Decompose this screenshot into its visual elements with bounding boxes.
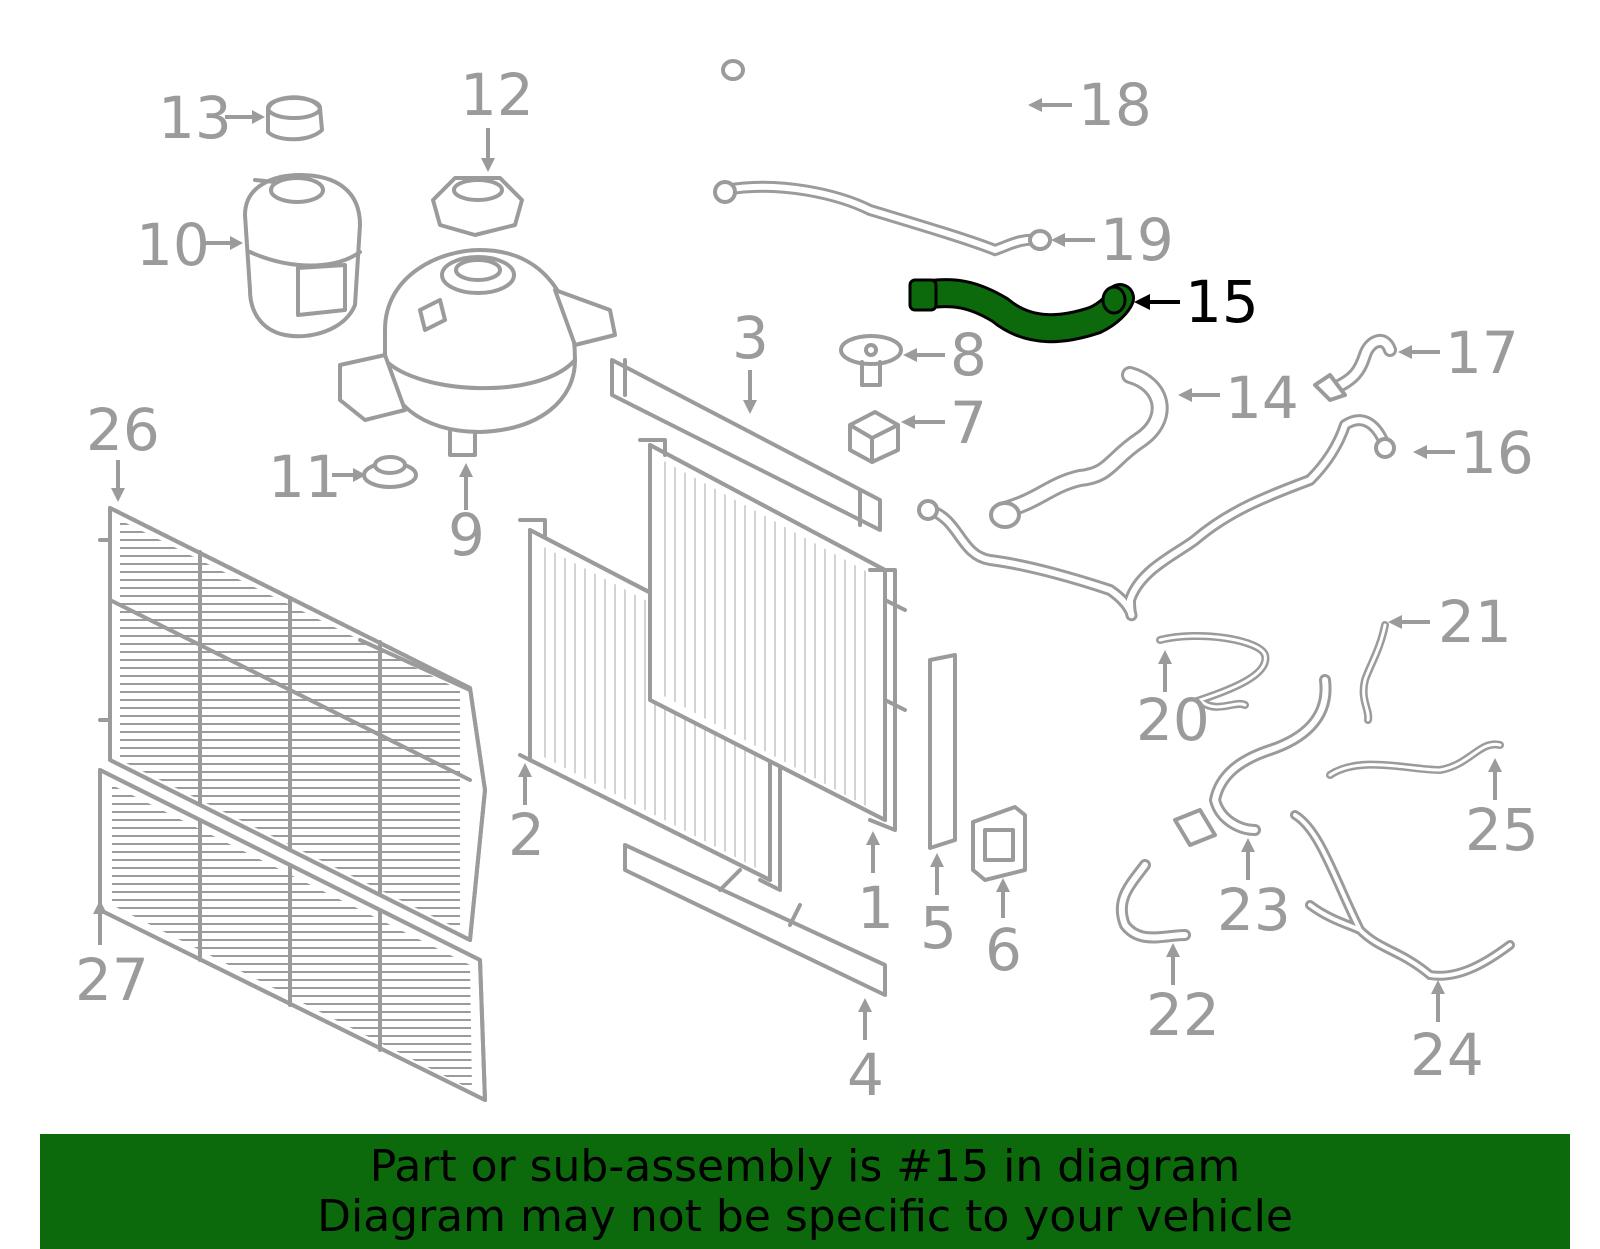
callout-9[interactable]: 9: [448, 501, 485, 569]
callout-25[interactable]: 25: [1465, 796, 1539, 864]
part-16-hose: [917, 414, 1396, 622]
callout-labels: 13 12 10 11 9 26 27 2 3 8 7 1 5 6 4 18 1…: [75, 61, 1539, 1109]
callout-15-highlighted[interactable]: 15: [1185, 268, 1259, 336]
callout-leaders: [93, 98, 1502, 1040]
callout-12[interactable]: 12: [460, 61, 534, 129]
callout-5[interactable]: 5: [920, 894, 957, 962]
part-21-hose: [1359, 621, 1389, 724]
part-19-hose: [713, 180, 1052, 257]
part-3-support: [610, 358, 882, 532]
callout-24[interactable]: 24: [1410, 1021, 1484, 1089]
callout-7[interactable]: 7: [950, 389, 987, 457]
part-6-bracket: [971, 805, 1027, 882]
part-8-pin: [839, 334, 903, 387]
part-2-condenser: [518, 518, 782, 892]
part-25-hose: [1326, 740, 1504, 779]
part-18-hose: [721, 48, 1042, 192]
part-10-reservoir: [243, 173, 362, 339]
part-13-reservoir-cap: [266, 95, 324, 142]
part-5-seal: [928, 653, 957, 850]
callout-11[interactable]: 11: [268, 443, 342, 511]
callout-14[interactable]: 14: [1225, 364, 1299, 432]
part-15-hose-highlighted: [908, 278, 1135, 344]
callout-21[interactable]: 21: [1438, 588, 1512, 656]
callout-8[interactable]: 8: [950, 321, 987, 389]
part-23-hose-assembly: [1173, 674, 1332, 847]
callout-16[interactable]: 16: [1460, 419, 1534, 487]
callout-26[interactable]: 26: [86, 396, 160, 464]
info-banner: Part or sub-assembly is #15 in diagram D…: [40, 1134, 1570, 1249]
callout-4[interactable]: 4: [847, 1041, 884, 1109]
part-1-radiator: [638, 438, 907, 832]
part-7-clip: [848, 410, 900, 464]
part-11-grommet: [362, 455, 418, 489]
callout-23[interactable]: 23: [1217, 876, 1291, 944]
part-20-hose: [1156, 631, 1270, 711]
callout-10[interactable]: 10: [136, 211, 210, 279]
part-17-hose: [1313, 334, 1397, 402]
part-27-lower-grille: [98, 768, 487, 1102]
part-12-tank-cap: [431, 176, 524, 237]
part-26-grille: [98, 506, 487, 942]
callout-27[interactable]: 27: [75, 946, 149, 1014]
banner-line-2: Diagram may not be specific to your vehi…: [317, 1191, 1293, 1242]
callout-13[interactable]: 13: [158, 84, 232, 152]
part-9-expansion-tank: [338, 248, 617, 457]
callout-2[interactable]: 2: [508, 801, 545, 869]
callout-1[interactable]: 1: [857, 874, 894, 942]
callout-19[interactable]: 19: [1100, 206, 1174, 274]
callout-17[interactable]: 17: [1445, 319, 1519, 387]
callout-6[interactable]: 6: [985, 916, 1022, 984]
callout-20[interactable]: 20: [1136, 686, 1210, 754]
callout-22[interactable]: 22: [1146, 981, 1220, 1049]
part-24-hose: [1290, 810, 1515, 981]
banner-line-1: Part or sub-assembly is #15 in diagram: [369, 1141, 1241, 1192]
part-14-hose: [989, 366, 1169, 529]
callout-3[interactable]: 3: [732, 304, 769, 372]
callout-18[interactable]: 18: [1078, 71, 1152, 139]
part-4-air-guide: [623, 843, 887, 997]
part-22-hose: [1115, 859, 1191, 944]
